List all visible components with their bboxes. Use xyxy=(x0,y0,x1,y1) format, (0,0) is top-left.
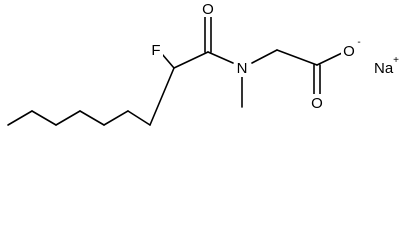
bond-ch2-carboxyl xyxy=(276,49,318,66)
bond-c4-c5 xyxy=(79,110,105,126)
bond-calpha-fluorine xyxy=(161,53,175,69)
fluoro-acyl-group xyxy=(161,16,234,69)
hexyl-chain xyxy=(7,67,175,126)
bond-c7-calpha xyxy=(149,67,175,126)
carboxyl-oxygen-single-label-bg xyxy=(341,42,357,60)
bond-carbonyl-nitrogen xyxy=(207,51,234,64)
bond-calpha-carbonyl xyxy=(173,51,209,69)
n-methyl-glycinate xyxy=(241,49,343,108)
carbonyl-oxygen-label: O xyxy=(202,1,214,18)
carboxyl-oxygen-double-label: O xyxy=(311,95,323,112)
bond-c6-c7 xyxy=(127,110,151,126)
carbonyl-oxygen-label-bg xyxy=(200,0,216,17)
carboxyl-oxygen-double-label-bg xyxy=(309,94,325,112)
carboxylate-charge: - xyxy=(357,37,360,48)
sodium-charge: + xyxy=(393,55,399,66)
nitrogen-label-bg xyxy=(234,58,251,77)
sodium-label: Na xyxy=(374,60,394,77)
nitrogen-label: N xyxy=(237,60,248,77)
bond-carboxyl-oxygen xyxy=(316,52,343,66)
bond-c3-c4 xyxy=(55,110,81,126)
bond-nitrogen-ch2 xyxy=(251,49,278,64)
bond-c2-c3 xyxy=(31,110,57,126)
bond-c1-c2 xyxy=(7,110,33,126)
carboxyl-oxygen-single-label: O xyxy=(343,43,355,60)
bond-c5-c6 xyxy=(103,110,129,126)
fluorine-label-bg xyxy=(149,40,163,58)
fluorine-label: F xyxy=(151,42,160,59)
skeletal-structure-diagram: F O N O O - Na + xyxy=(7,0,399,126)
atom-labels: F O N O O - Na + xyxy=(149,0,399,112)
